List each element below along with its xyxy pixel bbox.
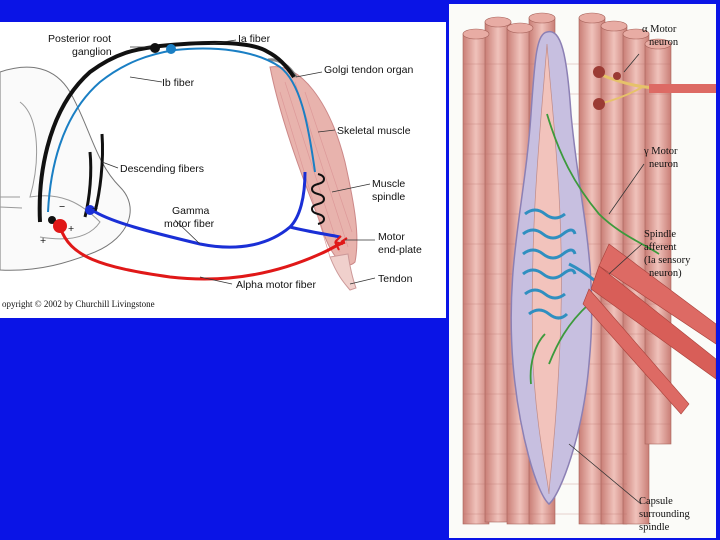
label-end-plate: end-plate	[378, 244, 422, 256]
label-capsule-spindle: spindle	[639, 522, 670, 533]
reflex-diagram-panel: − + + + Posterior root ganglion Ia fiber…	[0, 22, 446, 318]
ganglion-ib	[150, 43, 160, 53]
label-ib-fiber: Ib fiber	[162, 77, 195, 89]
label-ia-fiber: Ia fiber	[238, 33, 271, 45]
label-motor-fiber: motor fiber	[164, 218, 215, 230]
copyright-notice: opyright © 2002 by Churchill Livingstone	[2, 299, 155, 309]
label-descending-fibers: Descending fibers	[120, 163, 204, 175]
label-alpha-motor-fiber: Alpha motor fiber	[236, 279, 316, 291]
alpha-motor-neuron	[53, 219, 67, 233]
label-ganglion: ganglion	[72, 46, 112, 58]
label-spindle: spindle	[372, 191, 405, 203]
label-motor: Motor	[378, 231, 405, 243]
label-skeletal-muscle: Skeletal muscle	[337, 125, 411, 137]
label-alpha-motor: α Motor	[642, 24, 677, 35]
label-gamma-motor: γ Motor	[643, 146, 678, 157]
plus-sign-alpha: +	[68, 223, 74, 235]
label-sensory-neuron: neuron)	[649, 268, 682, 279]
label-surrounding: surrounding	[639, 509, 690, 520]
label-ia-sensory: (Ia sensory	[644, 255, 691, 266]
label-gamma: Gamma	[172, 205, 210, 217]
plus-sign-gamma: +	[92, 203, 98, 215]
spindle-diagram-panel: α Motor neuron γ Motor neuron Spindle af…	[449, 4, 716, 538]
plus-sign-lower: +	[40, 235, 46, 247]
label-posterior-root: Posterior root	[48, 33, 111, 45]
label-tendon: Tendon	[378, 273, 413, 285]
label-spindle-afferent: Spindle	[644, 229, 676, 240]
ganglion-ia	[166, 44, 176, 54]
reflex-diagram: − + + + Posterior root ganglion Ia fiber…	[0, 22, 446, 318]
label-golgi-tendon-organ: Golgi tendon organ	[324, 64, 413, 76]
label-afferent: afferent	[644, 242, 677, 253]
label-gamma-neuron: neuron	[649, 159, 679, 170]
spindle-diagram: α Motor neuron γ Motor neuron Spindle af…	[449, 4, 716, 538]
label-muscle: Muscle	[372, 178, 405, 190]
label-alpha-neuron: neuron	[649, 37, 679, 48]
label-capsule: Capsule	[639, 496, 673, 507]
minus-sign: −	[59, 201, 65, 213]
